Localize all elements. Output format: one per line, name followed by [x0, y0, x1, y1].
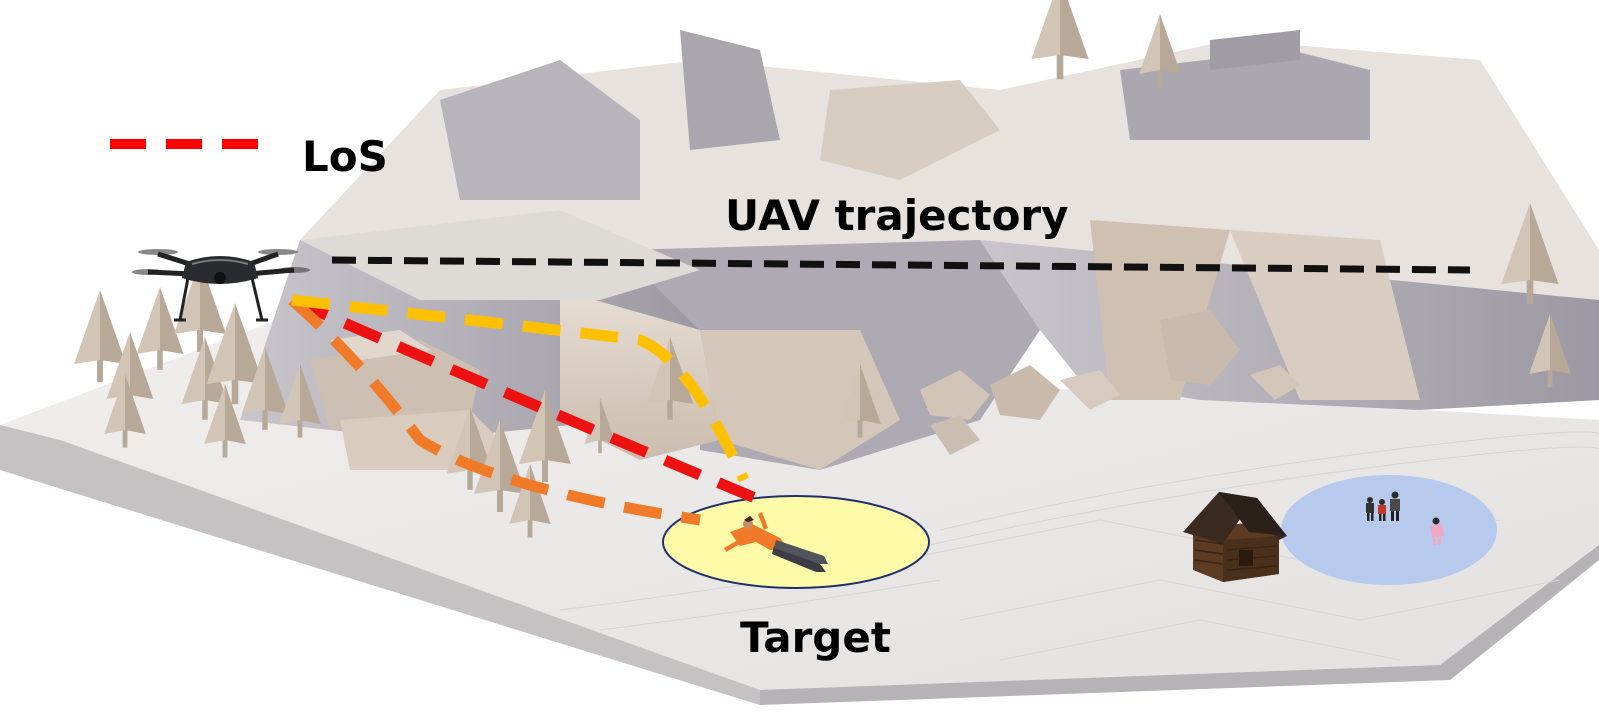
los-orange-path: [288, 295, 701, 526]
trees: [74, 0, 1571, 538]
wooden-cabin-icon: [1183, 492, 1287, 582]
uav-trajectory-line: [331, 256, 1471, 274]
mountain: [240, 30, 1599, 470]
uav-trajectory-label: UAV trajectory: [725, 191, 1069, 240]
tree: [839, 364, 881, 438]
lying-person-icon: [724, 512, 828, 572]
tree: [1139, 14, 1181, 88]
people-group-icon: [1366, 491, 1444, 545]
boulders: [920, 310, 1300, 455]
legend-los-label: LoS: [302, 132, 388, 181]
tree: [509, 464, 551, 538]
ledge: [300, 210, 700, 300]
top-block-3: [820, 80, 1000, 180]
tree: [474, 420, 526, 512]
ground-edge-front: [760, 545, 1599, 705]
group-zone: [1281, 475, 1497, 585]
tree: [74, 290, 126, 382]
top-block-2: [680, 30, 780, 150]
top-block-1: [440, 60, 640, 200]
tree: [241, 347, 289, 430]
top-block-4: [1120, 50, 1370, 140]
tree: [279, 364, 321, 438]
legend: LoS: [110, 132, 388, 181]
los-red-path: [289, 294, 763, 506]
tree: [1031, 0, 1089, 80]
quadcopter-drone-icon: [132, 249, 310, 322]
ground-edge-left: [0, 425, 760, 705]
tree: [204, 384, 246, 458]
rock-facet-2: [700, 330, 900, 470]
rock-facet-4: [1230, 230, 1420, 400]
los-lines: [288, 294, 763, 526]
tree: [1529, 314, 1571, 388]
tree: [136, 287, 184, 370]
tree: [1501, 203, 1559, 305]
tree: [104, 374, 146, 448]
los-yellow-path: [291, 294, 750, 483]
target-zone: [662, 495, 930, 589]
top-block-5: [1210, 30, 1300, 70]
target-label: Target: [740, 613, 891, 662]
tree: [206, 303, 264, 405]
